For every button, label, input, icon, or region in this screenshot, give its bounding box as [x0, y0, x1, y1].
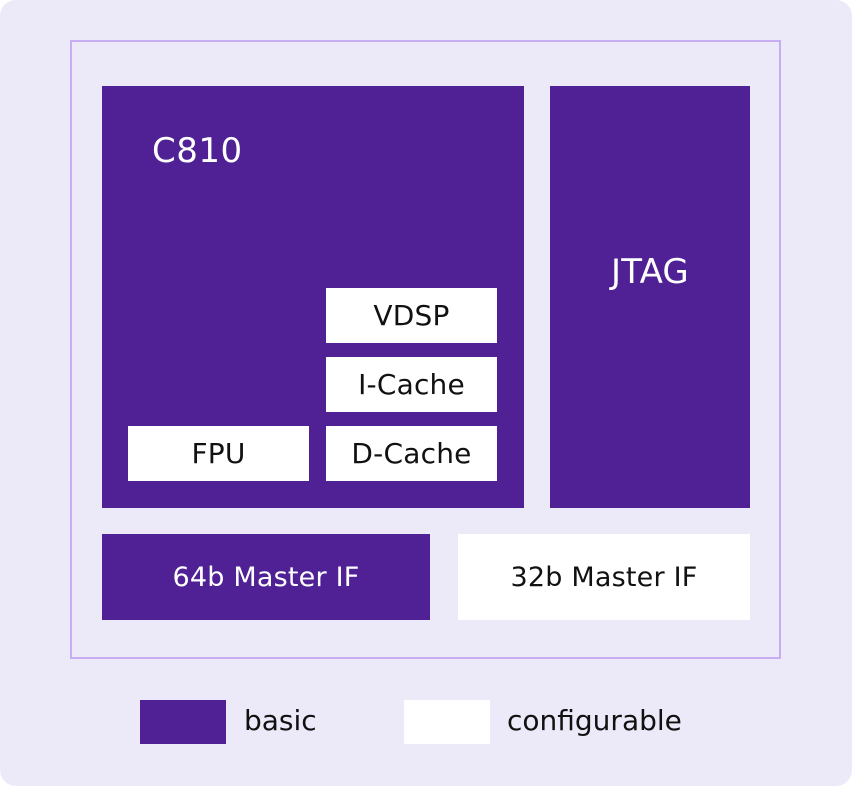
vdsp-block: VDSP [326, 288, 497, 343]
icache-block: I-Cache [326, 357, 497, 412]
master-if-32b-block: 32b Master IF [458, 534, 750, 620]
dcache-block: D-Cache [326, 426, 497, 481]
legend-configurable-label: configurable [507, 704, 682, 737]
legend-basic-swatch [140, 700, 226, 744]
fpu-block: FPU [128, 426, 309, 481]
system-frame [70, 40, 781, 659]
master-if-64b-block: 64b Master IF [102, 534, 430, 620]
legend-configurable-swatch [404, 700, 490, 744]
c810-core-label: C810 [152, 131, 243, 171]
jtag-block: JTAG [550, 86, 750, 508]
legend-basic-label: basic [244, 704, 317, 737]
